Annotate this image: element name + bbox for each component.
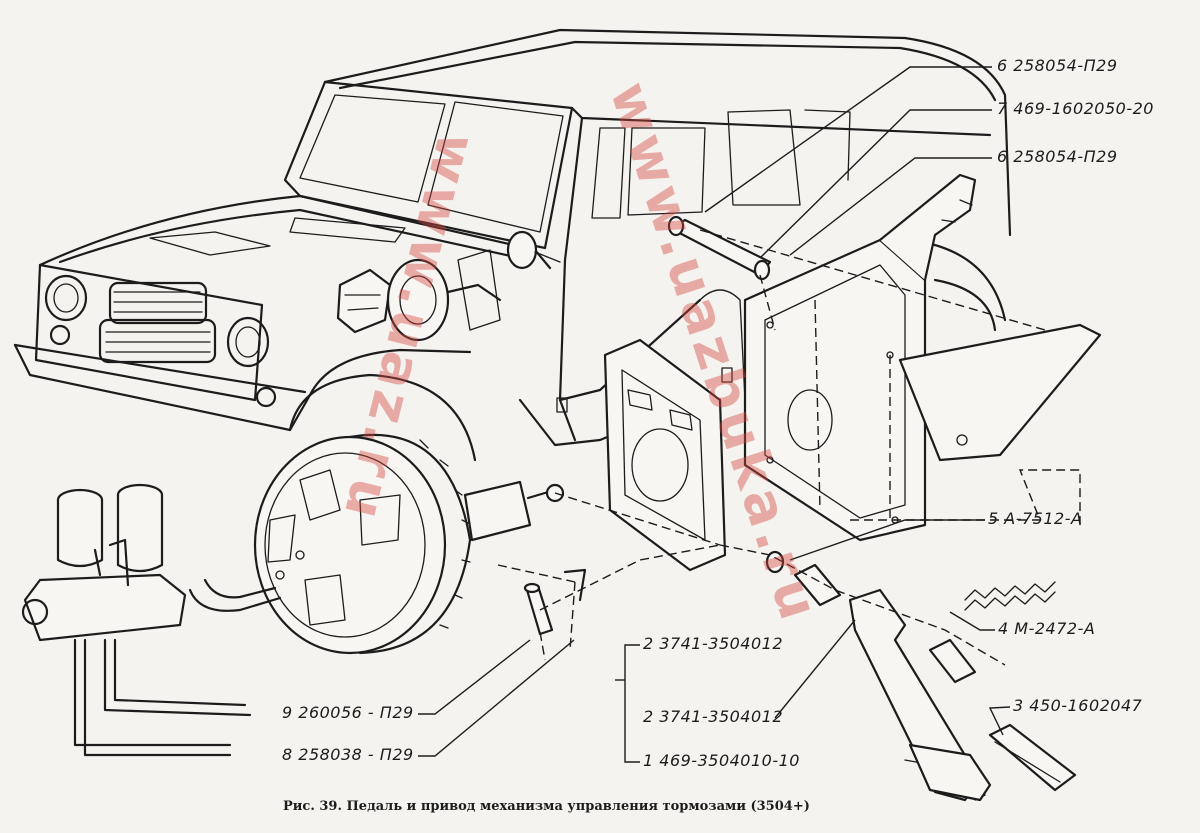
part-label-8: 8 258038 - П29 bbox=[282, 745, 414, 764]
engine-bay-brake-unit bbox=[336, 249, 502, 342]
master-cylinder bbox=[21, 483, 282, 757]
part-label-3: 3 450-1602047 bbox=[1013, 696, 1143, 715]
brake-booster bbox=[253, 433, 565, 655]
vehicle-body bbox=[13, 28, 1012, 462]
part-label-1: 1 469-3504010-10 bbox=[643, 751, 800, 770]
part-label-6-upper: 6 258054-П29 bbox=[997, 56, 1118, 75]
clevis-and-cotter-pin bbox=[523, 568, 587, 636]
part-label-2-upper: 2 3741-3504012 bbox=[643, 634, 784, 653]
part-label-4: 4 М-2472-А bbox=[998, 619, 1096, 638]
assembly-dashes bbox=[497, 229, 1081, 666]
part-label-2-lower: 2 3741-3504012 bbox=[643, 707, 784, 726]
callout-leaders bbox=[418, 66, 1011, 763]
pedal-bracket bbox=[603, 173, 1102, 572]
part-label-9: 9 260056 - П29 bbox=[282, 703, 414, 722]
part-label-6-lower: 6 258054-П29 bbox=[997, 147, 1118, 166]
brake-pedal bbox=[765, 550, 1077, 802]
figure-caption: Рис. 39. Педаль и привод механизма управ… bbox=[283, 799, 810, 814]
part-label-7: 7 469-1602050-20 bbox=[997, 99, 1154, 118]
part-label-5: 5 А-7512-А bbox=[988, 509, 1083, 528]
